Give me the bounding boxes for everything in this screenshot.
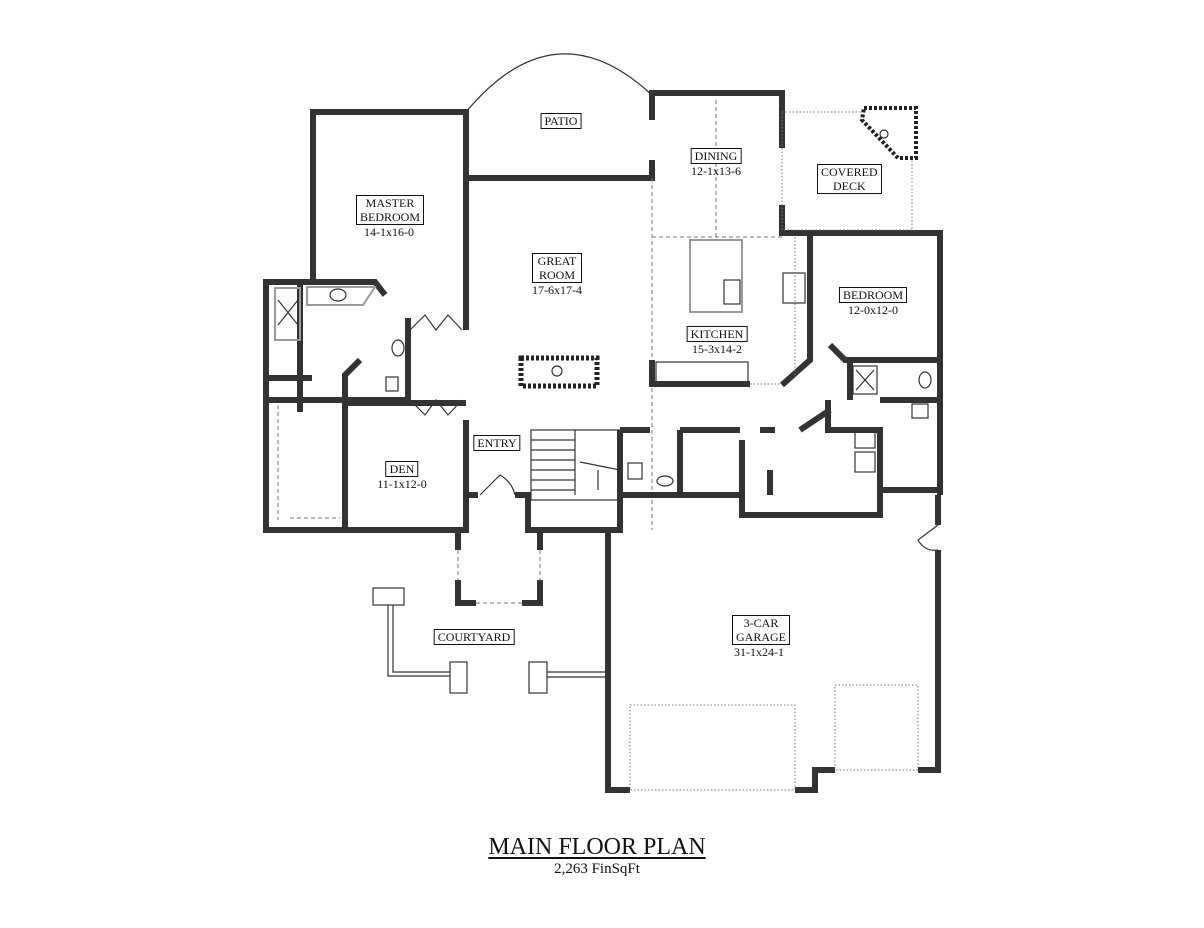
- bedroom-sink: [918, 371, 932, 389]
- staircase: [530, 429, 621, 501]
- powder-sink: [656, 475, 674, 487]
- shower: [852, 365, 878, 395]
- master-double-door: [409, 314, 463, 416]
- kitchen-counter-wall: [649, 233, 813, 388]
- vanity-sink: [391, 339, 405, 357]
- entry-door: [479, 474, 516, 496]
- tub: [274, 286, 377, 341]
- kitchen-counter: [655, 361, 749, 383]
- patio-arc: [465, 53, 653, 113]
- entry-wall: [455, 492, 623, 606]
- closet-line: [277, 405, 340, 520]
- cooktop: [782, 272, 806, 304]
- garage-door-single: [834, 684, 919, 771]
- powder-toilet: [627, 462, 643, 480]
- covered-deck-outline: [781, 111, 913, 231]
- plan-area: 2,263 FinSqFt: [554, 861, 640, 877]
- room-label-entry: ENTRY: [473, 435, 521, 451]
- kitchen-sink: [723, 279, 741, 305]
- dryer: [854, 451, 876, 473]
- deck-fireplace-icon: [879, 129, 889, 139]
- shower-x: [277, 299, 299, 326]
- courtyard-features: [372, 587, 608, 694]
- bedroom-bath-wall: [825, 342, 940, 493]
- fireplace-icon: [551, 365, 563, 377]
- room-label-patio: PATIO: [540, 113, 582, 129]
- patio-wall: [466, 160, 655, 181]
- washer: [854, 427, 876, 449]
- pantry-line: [750, 237, 796, 385]
- master-toilet: [385, 376, 399, 392]
- master-suite-outer-wall: [263, 109, 469, 533]
- garage-door-double: [629, 704, 796, 791]
- bath-sink: [329, 288, 347, 302]
- entry-window: [457, 550, 541, 604]
- shower-x-2: [855, 369, 875, 391]
- garage-side-door: [917, 524, 939, 551]
- room-label-courtyard: COURTYARD: [433, 629, 515, 645]
- room-label-covered-deck: COVERED DECK: [817, 164, 882, 194]
- plan-title: MAIN FLOOR PLAN: [488, 834, 706, 860]
- fireplace: [518, 355, 600, 389]
- hall-wall: [617, 407, 883, 518]
- kitchen-dining-divider: [651, 100, 782, 530]
- bedroom-toilet: [911, 403, 929, 419]
- deck-fireplace: [859, 106, 918, 160]
- garage-wall: [605, 495, 941, 793]
- kitchen-island: [689, 239, 743, 313]
